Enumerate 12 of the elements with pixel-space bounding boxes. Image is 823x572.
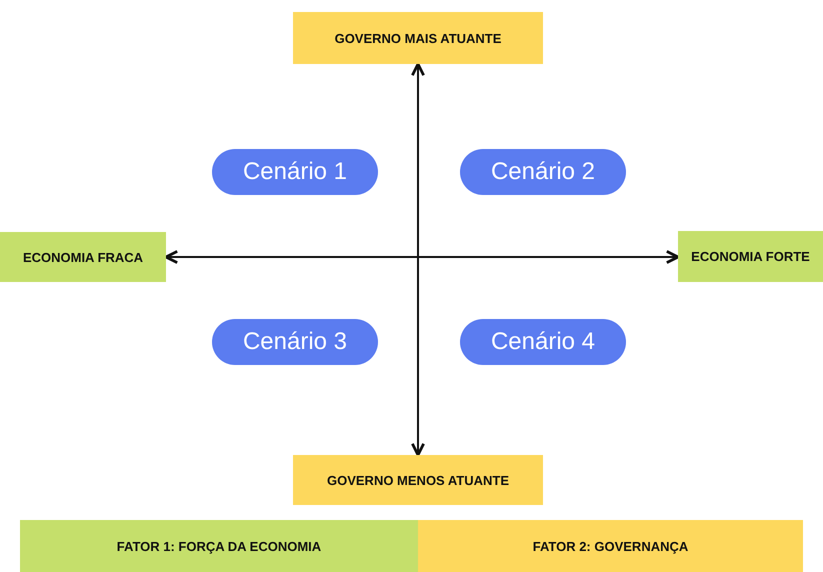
scenario-pill: Cenário 4 [460, 319, 626, 365]
scenario-pill: Cenário 3 [212, 319, 378, 365]
axis-label-box: GOVERNO MENOS ATUANTE [293, 455, 543, 505]
axis-label-box: ECONOMIA FRACA [0, 232, 166, 282]
double-arrow [411, 62, 425, 456]
scenario-pill: Cenário 2 [460, 149, 626, 195]
scenario-pill: Cenário 1 [212, 149, 378, 195]
legend-text: FATOR 1: FORÇA DA ECONOMIA [116, 538, 322, 554]
double-arrow [164, 250, 680, 264]
axis-label-box: GOVERNO MAIS ATUANTE [293, 12, 543, 64]
legend-text: FATOR 2: GOVERNANÇA [532, 538, 688, 554]
axis-label-box: ECONOMIA FORTE [678, 231, 823, 282]
